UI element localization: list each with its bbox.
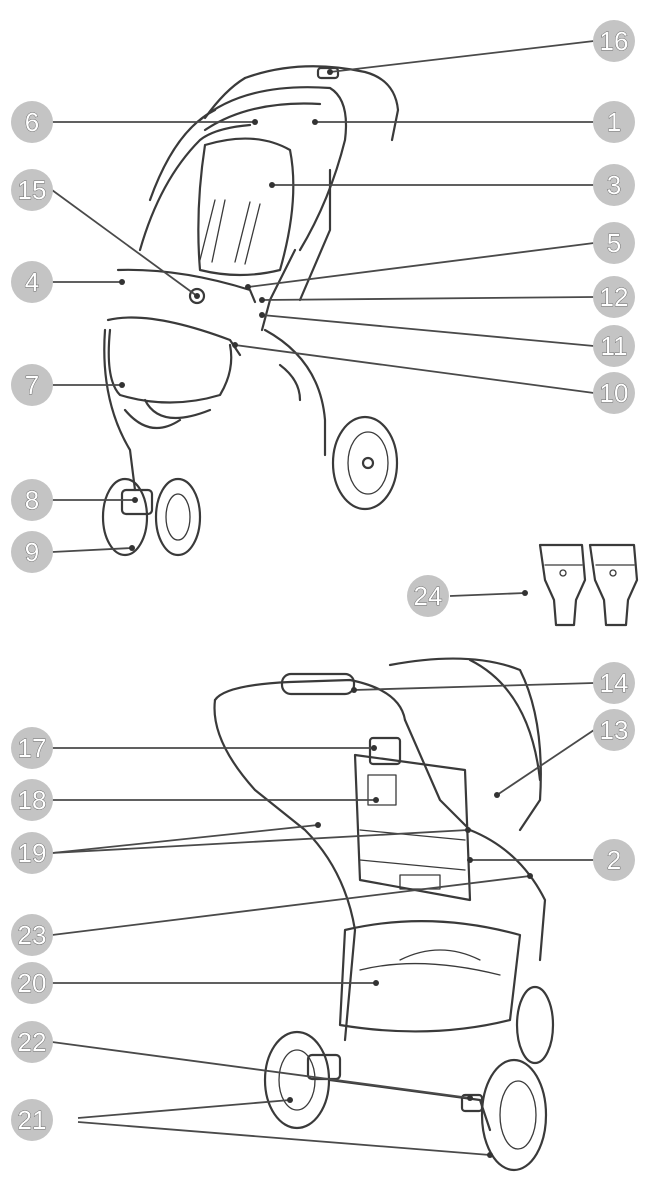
callout-24: 24 [407,575,449,617]
svg-text:4: 4 [25,267,39,297]
svg-text:12: 12 [600,282,629,312]
callout-17: 17 [11,727,53,769]
svg-text:11: 11 [601,331,628,361]
callout-11: 11 [593,325,635,367]
car-seat-adapters-illustration [538,543,639,627]
seat-back [197,137,295,277]
svg-text:6: 6 [25,107,39,137]
canopy-rear [388,657,542,832]
callout-21: 21 [11,1099,53,1141]
adapter-right [588,543,639,627]
callout-12: 12 [593,276,635,318]
front-wheel-far [515,985,555,1065]
handlebar-front [243,65,400,142]
callout-5: 5 [593,222,635,264]
handlebar-rear [213,678,407,722]
svg-text:15: 15 [18,175,47,205]
svg-text:23: 23 [18,920,47,950]
front-leg [103,328,137,492]
callout-7: 7 [11,364,53,406]
callout-20: 20 [11,962,53,1004]
svg-text:1: 1 [607,107,621,137]
svg-text:19: 19 [18,838,47,868]
harness-buckle [188,287,206,305]
callout-6: 6 [11,101,53,143]
canopy-front [198,86,348,252]
svg-text:21: 21 [18,1105,47,1135]
leader-dots [119,69,533,1158]
callout-1: 1 [593,101,635,143]
bumper-bar [116,268,257,304]
seat-back-panel [353,753,472,902]
adapter-left [538,543,587,627]
svg-text:18: 18 [18,785,47,815]
rear-wheel-front-view [331,415,399,511]
callout-3: 3 [593,164,635,206]
front-wheel-left [101,477,149,557]
callout-8: 8 [11,479,53,521]
stroller-front-illustration [101,65,400,557]
svg-text:10: 10 [600,378,629,408]
callout-15: 15 [11,169,53,211]
svg-text:7: 7 [25,370,39,400]
callout-14: 14 [593,662,635,704]
svg-text:14: 14 [600,668,629,698]
rear-leg [263,328,327,457]
storage-basket [338,920,522,1033]
footrest [107,328,233,404]
svg-text:3: 3 [607,170,621,200]
front-wheel-swivel [120,488,154,516]
callout-23: 23 [11,914,53,956]
callout-4: 4 [11,261,53,303]
svg-text:20: 20 [18,968,47,998]
svg-text:16: 16 [600,26,629,56]
svg-text:24: 24 [414,581,443,611]
callout-10: 10 [593,372,635,414]
callout-16: 16 [593,20,635,62]
svg-text:5: 5 [607,228,621,258]
leader-lines [51,40,595,1156]
callout-19: 19 [11,832,53,874]
rear-wheel-right [480,1058,548,1172]
callout-9: 9 [11,531,53,573]
callout-18: 18 [11,779,53,821]
brake-pedal [460,1093,484,1113]
svg-text:22: 22 [18,1027,47,1057]
recline-handle [368,736,402,766]
callout-13: 13 [593,709,635,751]
front-wheel-right [154,477,202,557]
svg-text:8: 8 [25,485,39,515]
svg-text:13: 13 [600,715,629,745]
callout-22: 22 [11,1021,53,1063]
callout-2: 2 [593,839,635,881]
svg-text:17: 17 [18,733,47,763]
stroller-rear-illustration [213,657,555,1172]
svg-text:2: 2 [607,845,621,875]
svg-text:9: 9 [25,537,39,567]
